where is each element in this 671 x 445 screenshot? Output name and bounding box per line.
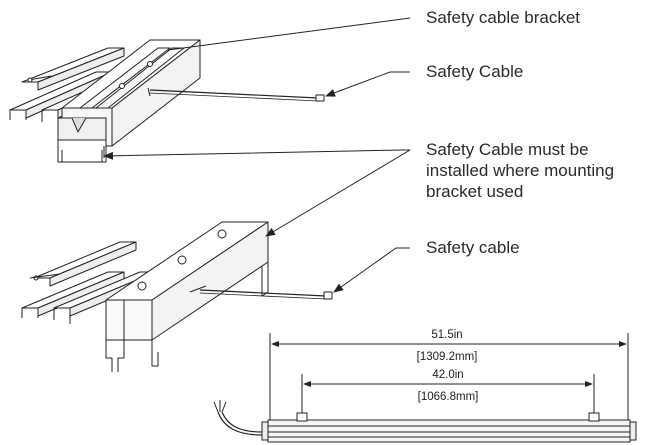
callout-leaders xyxy=(103,17,411,293)
must-install-line-3: bracket used xyxy=(426,182,524,201)
mount-spacing-in: 42.0in xyxy=(432,369,463,381)
mount-spacing-mm: [1066.8mm] xyxy=(418,391,479,403)
leader-cable-bottom xyxy=(333,247,410,293)
leader-bracket xyxy=(167,17,411,51)
label-safety-cable-bottom: Safety cable xyxy=(426,238,520,257)
label-must-install: Safety Cable must be installed where mou… xyxy=(426,139,614,202)
must-install-line-2: installed where mounting xyxy=(426,161,615,180)
leader-cable-top xyxy=(325,71,410,97)
overall-length-mm: [1309.2mm] xyxy=(417,351,478,363)
must-install-line-1: Safety Cable must be xyxy=(426,140,589,159)
bottom-bracket-assembly xyxy=(21,221,333,372)
label-safety-cable-top: Safety Cable xyxy=(426,62,524,81)
label-safety-cable-bracket: Safety cable bracket xyxy=(426,8,581,27)
top-bracket-assembly xyxy=(9,39,325,163)
leader-must-install-1 xyxy=(103,149,410,160)
luminaire-drawing xyxy=(213,333,637,443)
leader-must-install-2 xyxy=(265,149,411,237)
overall-length-in: 51.5in xyxy=(431,329,462,341)
